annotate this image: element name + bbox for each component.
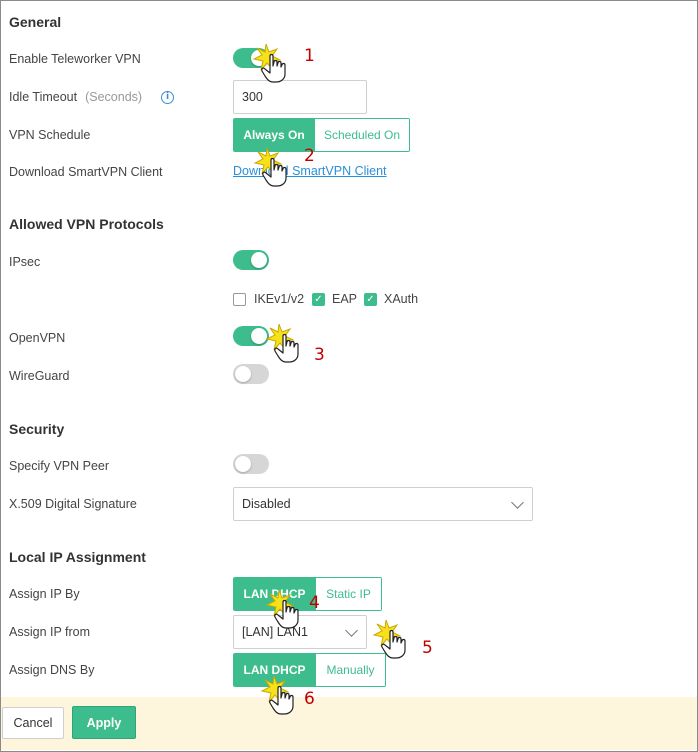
hand-pointer-icon bbox=[265, 588, 305, 630]
wireguard-label: WireGuard bbox=[9, 369, 70, 383]
callout-number: 5 bbox=[422, 638, 433, 658]
callout-number: 4 bbox=[309, 593, 320, 613]
ipsec-toggle[interactable] bbox=[233, 250, 269, 270]
ikev-label: IKEv1/v2 bbox=[254, 292, 305, 306]
teleworker-vpn-label: Enable Teleworker VPN bbox=[9, 52, 141, 66]
cancel-button[interactable]: Cancel bbox=[2, 707, 64, 739]
xauth-checkbox[interactable]: ✓ bbox=[364, 293, 377, 306]
assign-ip-from-label: Assign IP from bbox=[9, 625, 91, 639]
vpn-schedule-selector: Always On Scheduled On bbox=[233, 118, 410, 152]
checkmark-icon: ✓ bbox=[314, 294, 323, 305]
callout-number: 1 bbox=[304, 46, 315, 66]
toggle-knob bbox=[251, 328, 267, 344]
section-title-security: Security bbox=[9, 421, 65, 437]
vpn-peer-label: Specify VPN Peer bbox=[9, 459, 110, 473]
openvpn-toggle[interactable] bbox=[233, 326, 269, 346]
openvpn-label: OpenVPN bbox=[9, 331, 66, 345]
checkmark-icon: ✓ bbox=[366, 294, 375, 305]
ikev-checkbox[interactable] bbox=[233, 293, 246, 306]
idle-timeout-label: Idle Timeout (Seconds) bbox=[9, 90, 142, 104]
dns-manually-option[interactable]: Manually bbox=[315, 654, 385, 686]
toggle-knob bbox=[235, 366, 251, 382]
x509-select[interactable]: Disabled bbox=[233, 487, 533, 521]
eap-label: EAP bbox=[332, 292, 358, 306]
toggle-knob bbox=[235, 456, 251, 472]
idle-timeout-unit: (Seconds) bbox=[85, 90, 143, 104]
idle-timeout-input[interactable]: 300 bbox=[233, 80, 367, 114]
idle-timeout-text: Idle Timeout bbox=[9, 90, 78, 104]
hand-pointer-icon bbox=[252, 42, 292, 84]
callout-number: 2 bbox=[304, 146, 315, 166]
hand-pointer-icon bbox=[260, 674, 300, 716]
wireguard-toggle[interactable] bbox=[233, 364, 269, 384]
section-title-general: General bbox=[9, 14, 62, 30]
assign-dns-by-label: Assign DNS By bbox=[9, 663, 95, 677]
hand-pointer-icon bbox=[372, 618, 412, 660]
assign-ip-static-option[interactable]: Static IP bbox=[315, 578, 381, 610]
schedule-always-on-option[interactable]: Always On bbox=[234, 119, 314, 151]
xauth-label: XAuth bbox=[384, 292, 419, 306]
vpn-peer-toggle[interactable] bbox=[233, 454, 269, 474]
assign-dns-by-selector: LAN DHCP Manually bbox=[233, 653, 386, 687]
hand-pointer-icon bbox=[265, 322, 305, 364]
vpn-schedule-label: VPN Schedule bbox=[9, 128, 91, 142]
x509-selected-value: Disabled bbox=[242, 497, 291, 511]
assign-ip-by-label: Assign IP By bbox=[9, 587, 80, 601]
schedule-scheduled-on-option[interactable]: Scheduled On bbox=[314, 119, 409, 151]
assign-ip-from-value: [LAN] LAN1 bbox=[242, 625, 309, 639]
eap-checkbox[interactable]: ✓ bbox=[312, 293, 325, 306]
toggle-knob bbox=[251, 252, 267, 268]
apply-button[interactable]: Apply bbox=[72, 706, 136, 739]
callout-number: 6 bbox=[304, 689, 315, 709]
download-client-label: Download SmartVPN Client bbox=[9, 165, 163, 179]
section-title-protocols: Allowed VPN Protocols bbox=[9, 216, 164, 232]
assign-ip-by-selector: LAN DHCP Static IP bbox=[233, 577, 382, 611]
callout-number: 3 bbox=[314, 345, 325, 365]
ipsec-label: IPsec bbox=[9, 255, 41, 269]
section-title-local-ip: Local IP Assignment bbox=[9, 549, 146, 565]
x509-label: X.509 Digital Signature bbox=[9, 497, 137, 511]
info-icon[interactable]: i bbox=[161, 91, 174, 104]
hand-pointer-icon bbox=[253, 146, 293, 188]
assign-ip-from-select[interactable]: [LAN] LAN1 bbox=[233, 615, 367, 649]
